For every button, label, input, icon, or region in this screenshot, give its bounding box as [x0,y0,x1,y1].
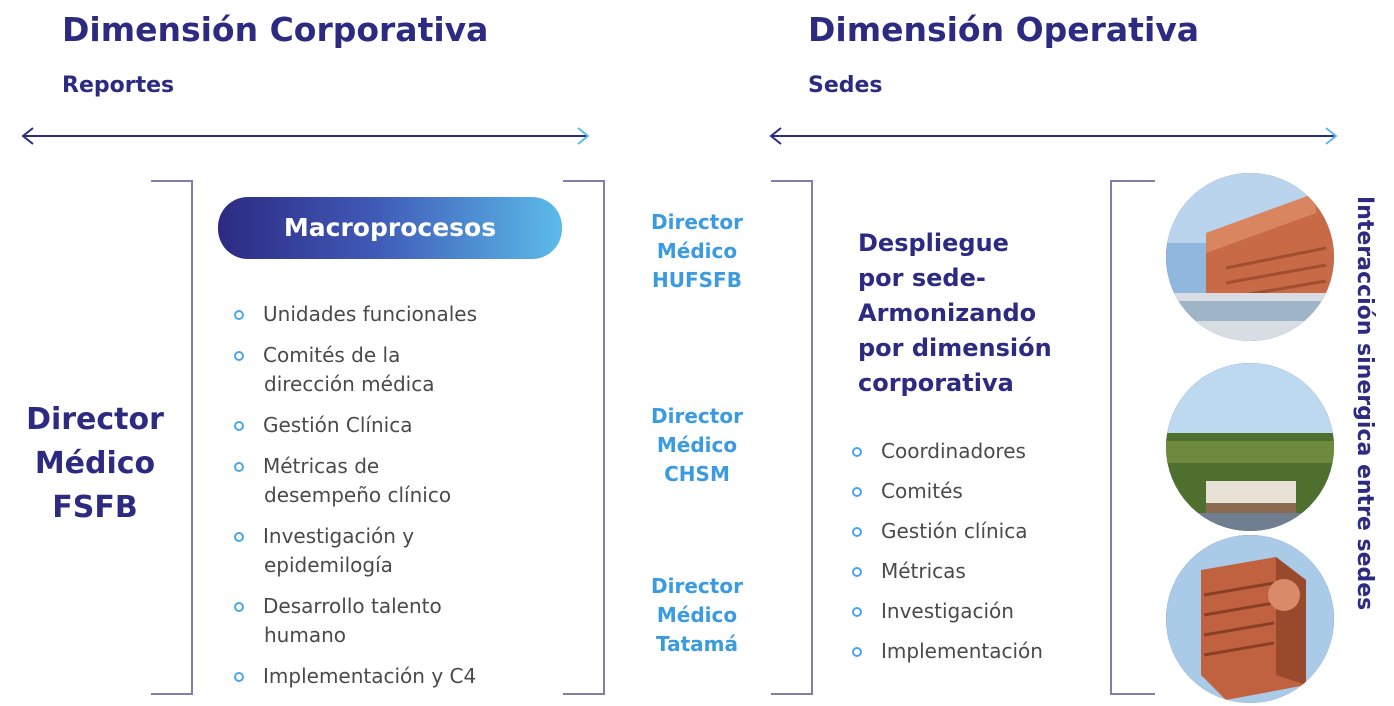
bullet-icon [234,351,244,361]
director-hufsfb: Director Médico HUFSFB [651,210,743,292]
bracket-operative-right [1110,180,1155,695]
director-fsfb: Director Médico FSFB [20,398,170,530]
list-item: Gestión clínica [848,517,1088,546]
bullet-icon [234,462,244,472]
bracket-corporate-left [151,180,193,695]
bullet-icon [234,672,244,682]
list-item: Gestión Clínica [230,411,560,440]
operative-double-arrow [769,127,1338,145]
list-item: Investigación [848,597,1088,626]
bullet-icon [852,607,862,617]
director-fsfb-line3: FSFB [52,490,138,525]
director-fsfb-line1: Director [26,402,164,437]
corporate-double-arrow [21,127,590,145]
bullet-icon [234,532,244,542]
bullet-icon [852,487,862,497]
side-label-synergy: Interacción sinergica entre sedes [1352,196,1377,611]
bullet-icon [234,310,244,320]
list-item: Implementación [848,637,1088,666]
list-item: Unidades funcionales [230,300,560,329]
macroprocesos-pill: Macroprocesos [218,197,562,259]
campus-aerial-photo [1166,363,1334,531]
deployment-heading: Despliegue por sede- Armonizando por dim… [858,229,1052,397]
list-item: Comités [848,477,1088,506]
bracket-operative-left [771,180,813,695]
operative-subtitle: Sedes [808,73,883,98]
list-item: Coordinadores [848,437,1088,466]
list-item: Métricas [848,557,1088,586]
operative-title: Dimensión Operativa [808,10,1200,49]
hospital-building-photo [1166,173,1334,341]
bullet-icon [852,647,862,657]
corporate-title: Dimensión Corporativa [62,10,489,49]
bullet-icon [234,421,244,431]
director-tatama: Director Médico Tatamá [651,574,743,656]
bracket-corporate-right [563,180,605,695]
list-item: Implementación y C4 [230,662,560,691]
director-fsfb-line2: Médico [34,446,156,481]
tower-building-photo [1166,535,1334,703]
operative-list: Coordinadores Comités Gestión clínica Mé… [848,437,1088,677]
bullet-icon [852,447,862,457]
bullet-icon [852,527,862,537]
director-chsm: Director Médico CHSM [651,404,743,486]
bullet-icon [234,602,244,612]
bullet-icon [852,567,862,577]
corporate-subtitle: Reportes [62,73,175,98]
